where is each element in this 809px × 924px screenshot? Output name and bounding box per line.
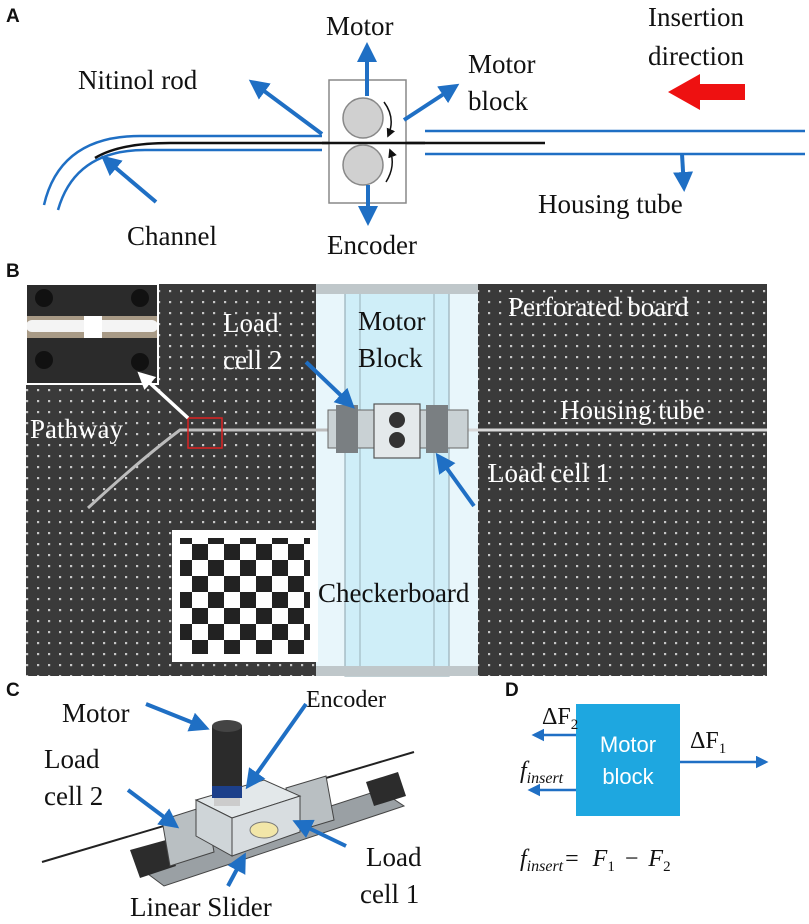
panel-c: C Motor Encoder Load cell 2 Load cell 1 <box>6 680 422 922</box>
rail-top-bar <box>316 284 478 294</box>
perforated-board-label: Perforated board <box>508 292 689 322</box>
motor-block-box-d <box>576 704 680 816</box>
pathway-label: Pathway <box>30 414 123 444</box>
motor-block-text-2: block <box>602 764 654 789</box>
housing-tube-label: Housing tube <box>538 189 683 219</box>
motor-body <box>212 726 242 786</box>
load-cell-2-label-2-c: cell 2 <box>44 781 103 811</box>
housing-tube-arrow <box>673 153 694 192</box>
encoder-label: Encoder <box>327 230 417 260</box>
inset-hole-1 <box>35 289 53 307</box>
motor-block-label-1: Motor <box>358 306 426 336</box>
load-cell-1-label-1-c: Load <box>366 842 422 872</box>
pathway-line <box>86 428 345 510</box>
inset-border <box>25 283 159 385</box>
f-insert-label: finsert <box>520 758 564 787</box>
nitinol-rod-label: Nitinol rod <box>78 65 198 95</box>
checkerboard <box>180 538 310 654</box>
motor-block-label-2: Block <box>358 343 423 373</box>
motor-arrow-c <box>145 702 210 732</box>
delta-f2-label: ΔF2 <box>542 704 578 733</box>
load-cell-2-label-1: Load <box>223 308 279 338</box>
inset-hole-3 <box>35 351 53 369</box>
motor-block-text-1: Motor <box>600 732 656 757</box>
channel-label: Channel <box>127 221 217 251</box>
load-cell-2-arrow-c <box>126 788 180 829</box>
encoder-arrow-c <box>245 702 308 790</box>
roller-top <box>389 412 405 428</box>
nitinol-rod-arrow <box>248 79 324 136</box>
load-cell-2-label-2: cell 2 <box>223 345 282 375</box>
inset-hole-2 <box>131 289 149 307</box>
zoom-square <box>187 417 223 449</box>
motor-block-label-2: block <box>468 86 528 116</box>
motor-cap <box>212 720 242 732</box>
load-cell-2-label-1-c: Load <box>44 744 100 774</box>
motor-block-bearing <box>249 821 279 839</box>
encoder-ring <box>212 786 242 798</box>
upper-roller <box>342 97 384 139</box>
load-cell-1-arrow <box>435 452 476 508</box>
channel-outer-curve <box>42 134 322 206</box>
motor-label: Motor <box>326 11 394 41</box>
inset-hole-4 <box>131 353 149 371</box>
slider-rail <box>344 291 450 677</box>
lower-rotation-arrow <box>385 148 397 183</box>
slider-end-block-right <box>366 772 406 806</box>
linear-slider-arrow <box>226 852 246 887</box>
load-cell-2-arrow <box>304 360 355 409</box>
perforated-board-right <box>478 284 767 676</box>
load-cell-1-block <box>426 405 448 453</box>
inset-clip <box>84 316 102 338</box>
insertion-label-2: direction <box>648 41 744 71</box>
linear-slider-label: Linear Slider <box>130 892 272 922</box>
load-cell-1-arrow-c <box>292 819 347 848</box>
channel-arrow <box>100 155 158 204</box>
checkerboard-label: Checkerboard <box>318 578 470 608</box>
insertion-direction-arrow <box>668 74 745 110</box>
upper-rotation-arrow <box>383 101 396 138</box>
delta-f1-label: ΔF1 <box>690 728 726 757</box>
load-cell-1-label: Load cell 1 <box>488 458 609 488</box>
motor-block-label-1: Motor <box>468 49 536 79</box>
channel-inner-curve <box>56 148 322 211</box>
load-cell-1-label-2-c: cell 1 <box>360 879 419 909</box>
motor-shaft-collar <box>214 798 240 806</box>
housing-tube-label: Housing tube <box>560 395 705 425</box>
panel-label-b: B <box>6 261 20 282</box>
panel-b: B <box>6 261 767 677</box>
motor-label-c: Motor <box>62 698 130 728</box>
lower-roller <box>342 144 384 186</box>
panel-label-c: C <box>6 680 20 701</box>
nitinol-rod <box>94 141 545 160</box>
inset-pointer-arrow <box>137 371 190 420</box>
equation: finsert=F1−F2 <box>520 846 671 875</box>
panel-label-a: A <box>6 6 20 27</box>
slider-end-block-left <box>130 840 176 878</box>
panel-label-d: D <box>505 680 519 701</box>
panel-d: D Motor block ΔF2 ΔF1 finsert finsert=F1… <box>505 680 769 875</box>
encoder-label-c: Encoder <box>306 687 386 713</box>
rail-bottom-bar <box>316 666 478 676</box>
motor-block-arrow <box>402 83 460 122</box>
insertion-label-1: Insertion <box>648 2 744 32</box>
panel-a: A Motor Nitinol rod Motor block Insertio… <box>6 2 805 260</box>
load-cell-2-block <box>336 405 358 453</box>
roller-bottom <box>389 432 405 448</box>
